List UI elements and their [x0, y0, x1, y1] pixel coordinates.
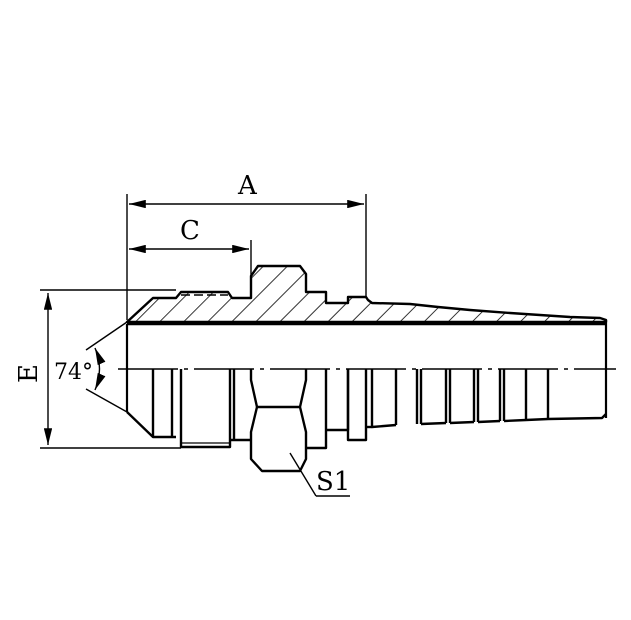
dimension-c: C: [129, 216, 252, 276]
label-e: E: [14, 364, 44, 383]
section-lower: [126, 369, 607, 473]
label-s1: S1: [316, 467, 350, 497]
dimension-e: E: [14, 289, 181, 449]
label-angle: 74°: [54, 360, 93, 385]
hatched-body: [125, 264, 608, 324]
hex-leader-s1: S1: [289, 452, 350, 497]
label-c: C: [180, 216, 200, 246]
dimension-a: A: [126, 171, 367, 320]
angle-74: 74°: [54, 321, 128, 413]
label-a: A: [237, 171, 258, 201]
